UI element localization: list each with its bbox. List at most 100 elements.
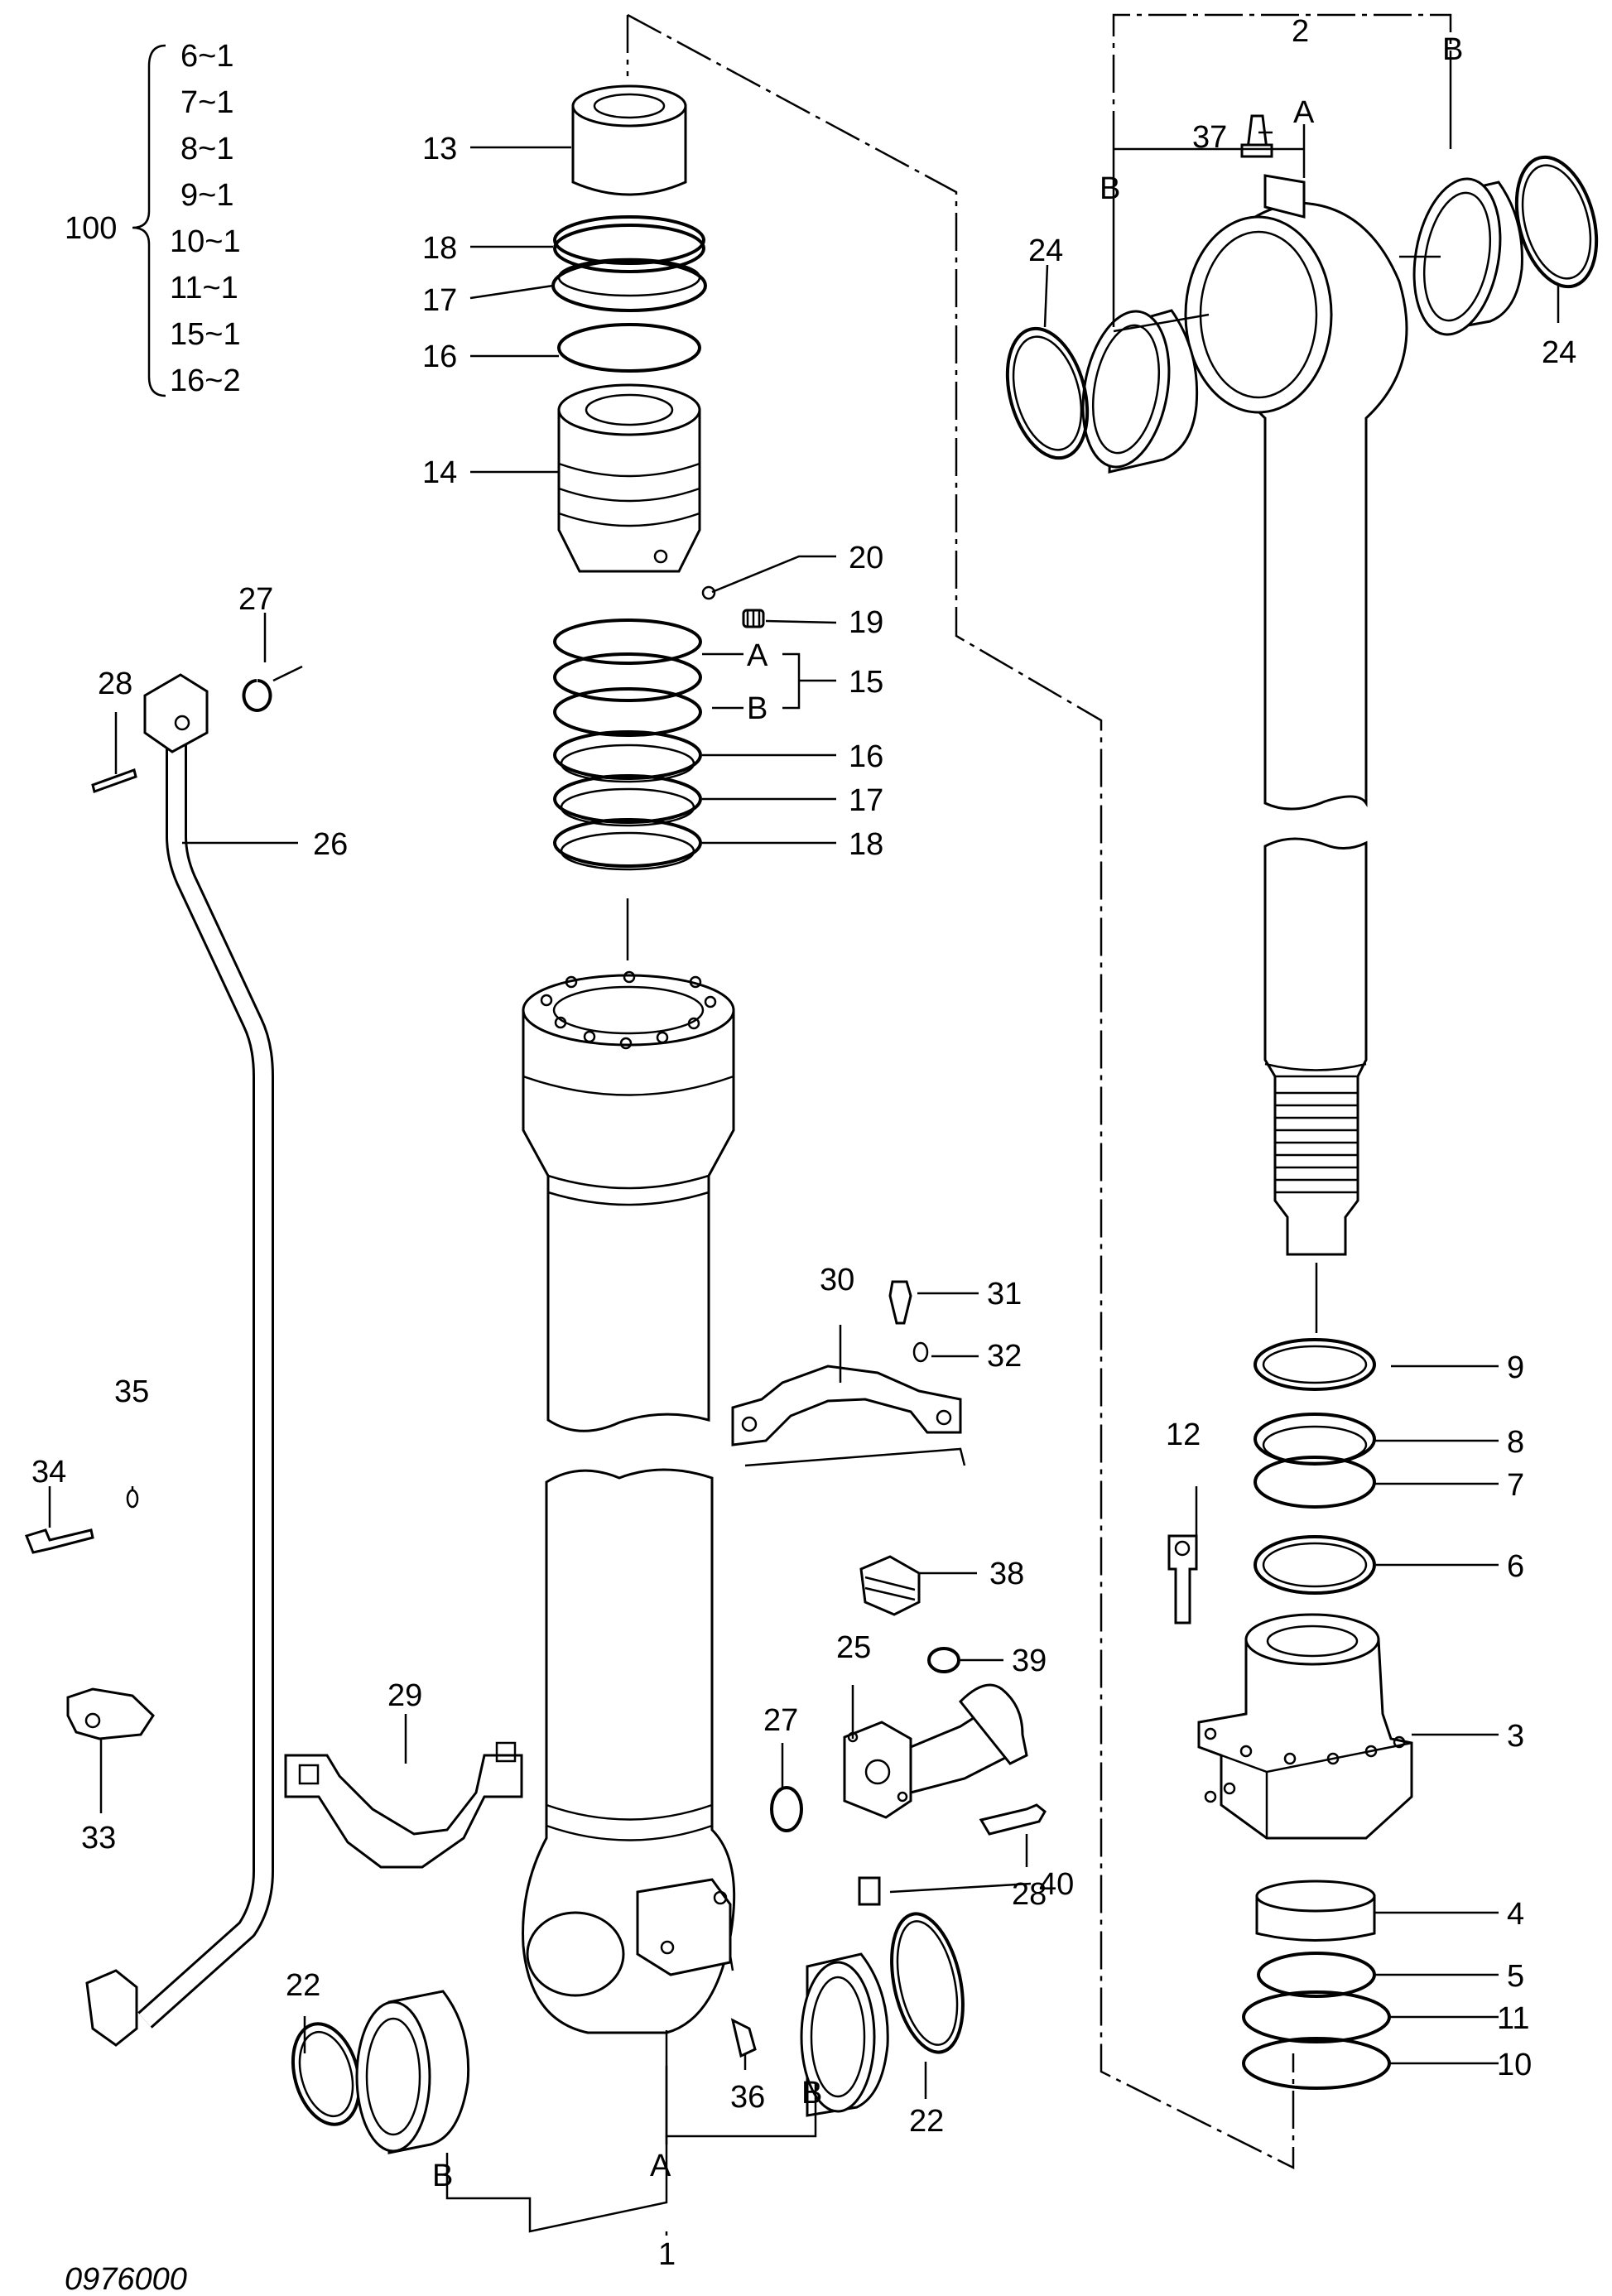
callout-labels: 13 18 17 16 14 20 19 A B 15 16 17 18 27 … — [31, 14, 1576, 2272]
assembly-line — [1112, 13, 1452, 149]
callout-20: 20 — [849, 541, 883, 575]
callout-7: 7 — [1507, 1468, 1524, 1503]
bushing-22-right — [800, 1952, 889, 2117]
ring-24-right — [1514, 155, 1599, 289]
flange-25 — [843, 1683, 1028, 1819]
callout-19: 19 — [849, 605, 883, 640]
kit-number: 100 — [65, 211, 117, 246]
bolt-31 — [888, 1280, 912, 1325]
bushing-b-left — [1081, 309, 1199, 474]
letter-b: B — [747, 691, 768, 726]
callout-24-right: 24 — [1542, 335, 1576, 370]
kit-item: 16~2 — [170, 363, 241, 398]
callout-16b: 16 — [849, 739, 883, 774]
washer-35 — [126, 1489, 139, 1509]
callout-14: 14 — [422, 455, 457, 490]
ring-6 — [1254, 1535, 1376, 1595]
seal-15b — [553, 652, 702, 702]
setscrew-19 — [742, 609, 765, 628]
kit-item: 11~1 — [170, 271, 238, 306]
oring-27-top — [242, 679, 272, 712]
letter-a-bottom: A — [650, 2149, 671, 2183]
gland-14 — [557, 383, 701, 573]
callout-28-left: 28 — [98, 667, 132, 701]
bushing-b-right — [1412, 177, 1523, 336]
callout-8: 8 — [1507, 1425, 1524, 1460]
callout-22-left: 22 — [286, 1968, 320, 2003]
seal-15c — [553, 687, 702, 737]
clamp-33 — [66, 1687, 155, 1740]
callout-18: 18 — [422, 231, 457, 266]
ring-9 — [1254, 1338, 1376, 1391]
callout-31: 31 — [987, 1277, 1022, 1312]
ring-17b — [553, 774, 702, 827]
ring-18b — [553, 818, 702, 871]
bushing-4 — [1255, 1880, 1376, 1942]
bushing-22-left — [355, 1990, 470, 2154]
rod-eye-2 — [1184, 174, 1408, 811]
callout-9: 9 — [1507, 1350, 1524, 1385]
callout-36: 36 — [730, 2080, 765, 2115]
callout-27-bottom: 27 — [763, 1703, 798, 1738]
callout-15: 15 — [849, 665, 883, 700]
kit-item: 10~1 — [170, 224, 241, 259]
oring-39 — [927, 1647, 960, 1673]
callout-40: 40 — [1039, 1867, 1074, 1902]
callout-11: 11 — [1497, 2001, 1529, 2036]
callout-29: 29 — [387, 1678, 422, 1713]
callout-4: 4 — [1507, 1897, 1524, 1932]
assembly-line — [626, 13, 1295, 2170]
oring-27-bottom — [770, 1786, 803, 1832]
cylinder-body-lower — [522, 1468, 736, 2034]
callout-18b: 18 — [849, 827, 883, 862]
plug-40 — [858, 1876, 881, 1906]
callout-25: 25 — [836, 1630, 871, 1665]
clamp-29 — [284, 1741, 523, 1869]
leader-lines — [48, 68, 1560, 2236]
callout-37: 37 — [1192, 120, 1227, 155]
washer-32 — [912, 1341, 929, 1363]
ring-18 — [553, 215, 705, 273]
ring-16 — [557, 323, 701, 373]
grease-fitting-37 — [1240, 114, 1273, 158]
letter-b-top-right: B — [1442, 32, 1463, 67]
callout-13: 13 — [422, 132, 457, 166]
piston-3 — [1197, 1613, 1413, 1840]
callout-17b: 17 — [849, 783, 883, 818]
letter-b-bottom-right: B — [801, 2076, 822, 2111]
bushing-13 — [571, 84, 687, 196]
ring-5 — [1257, 1952, 1376, 1998]
letter-b-bottom-left: B — [432, 2159, 453, 2193]
callout-39: 39 — [1012, 1644, 1047, 1678]
callout-32: 32 — [987, 1339, 1022, 1374]
callout-26: 26 — [313, 827, 348, 862]
clamp-30 — [731, 1365, 962, 1446]
callout-34: 34 — [31, 1455, 66, 1490]
callout-27-top: 27 — [238, 582, 273, 617]
ring-7 — [1254, 1456, 1376, 1509]
kit-list: 100 6~1 7~1 8~1 9~1 10~1 11~1 15~1 16~2 — [65, 39, 241, 398]
seal-15a — [553, 619, 702, 665]
callout-10: 10 — [1497, 2048, 1532, 2082]
ring-17 — [551, 258, 707, 312]
ring-10 — [1242, 2037, 1391, 2090]
kit-item: 9~1 — [180, 178, 233, 213]
bolt-12 — [1167, 1534, 1198, 1625]
letter-b-top-left: B — [1100, 171, 1120, 206]
port-block — [636, 1878, 732, 1976]
kit-item: 7~1 — [180, 85, 233, 120]
pipe-26 — [85, 673, 274, 2047]
callout-5: 5 — [1507, 1959, 1524, 1994]
bolt-28-left — [91, 768, 137, 793]
grease-fitting-36 — [730, 2018, 757, 2058]
callout-33: 33 — [81, 1821, 116, 1856]
callout-38: 38 — [989, 1557, 1024, 1591]
callout-35: 35 — [114, 1374, 149, 1409]
callout-12: 12 — [1166, 1418, 1201, 1452]
kit-item: 15~1 — [170, 317, 241, 352]
bolt-28-right — [979, 1803, 1047, 1836]
rod-lower — [1263, 837, 1368, 1256]
ring-16b — [553, 730, 702, 783]
kit-item: 8~1 — [180, 132, 233, 166]
